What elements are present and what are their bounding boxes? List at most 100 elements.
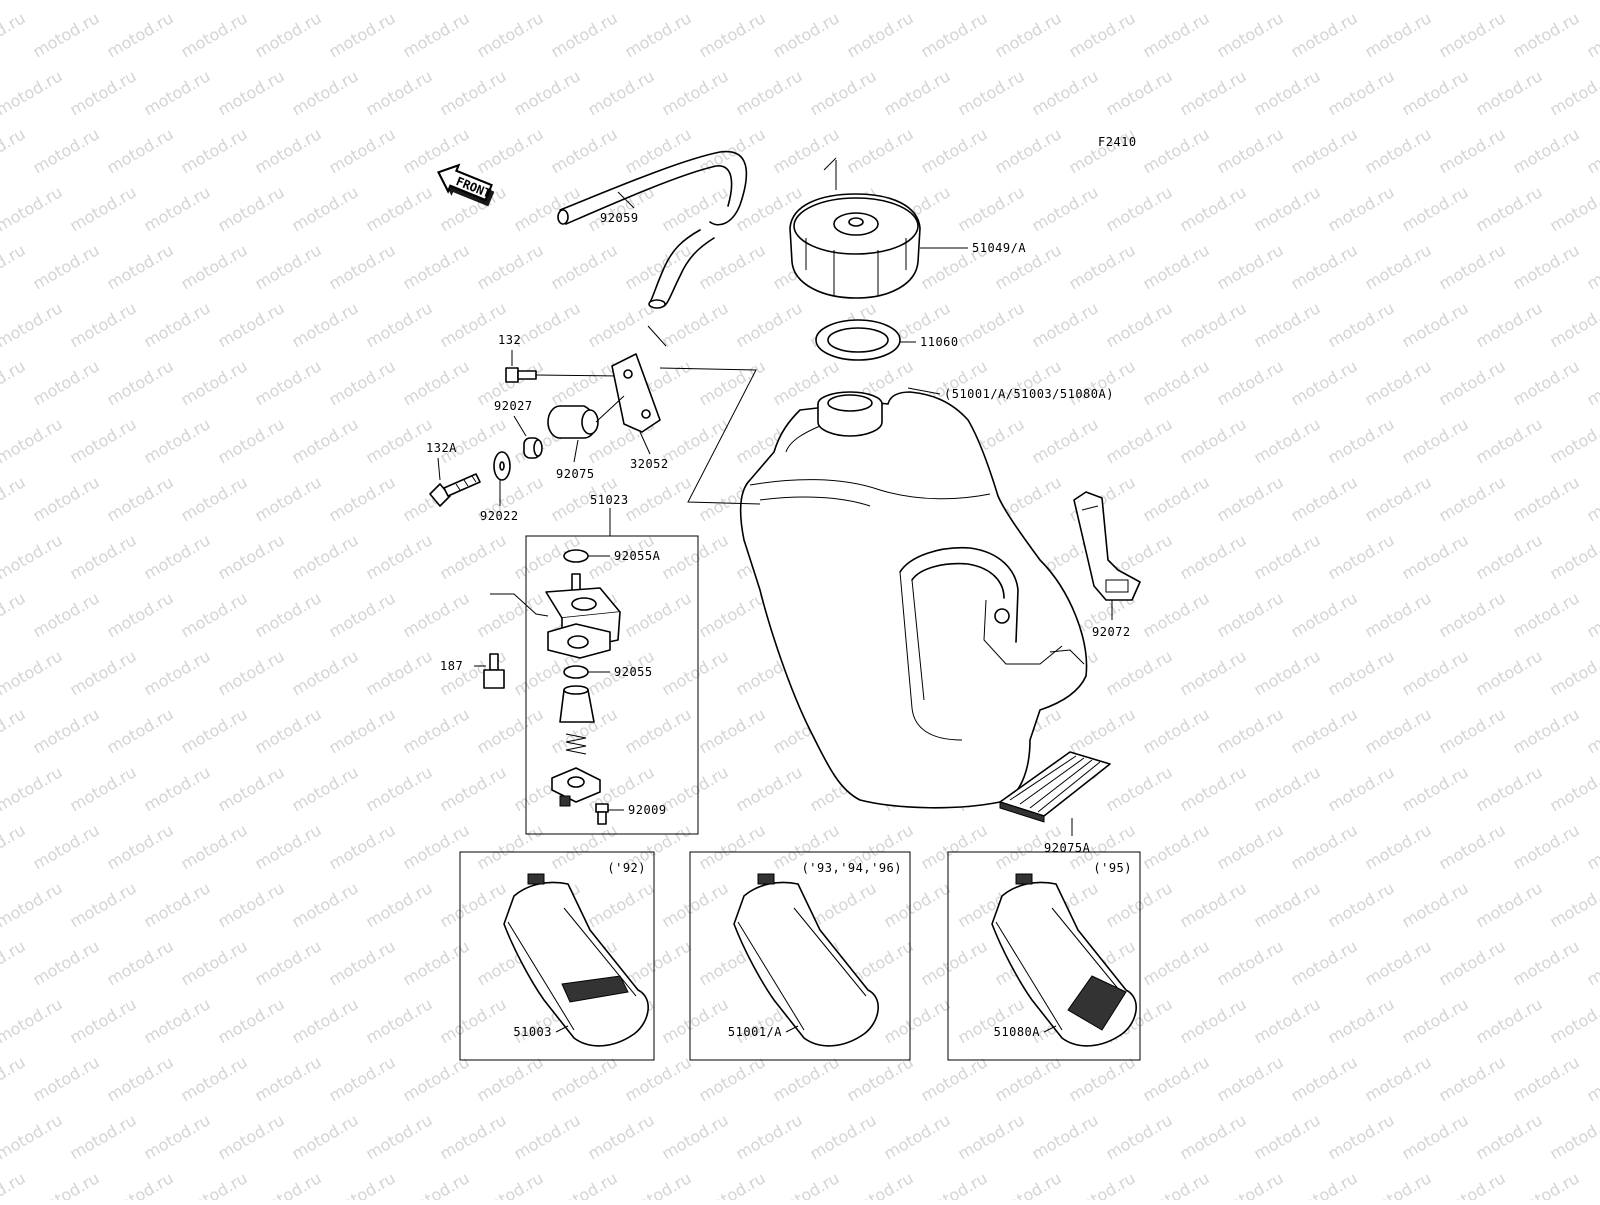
watermark-text: motod.ru: [0, 240, 29, 293]
watermark-text: motod.ru: [252, 588, 325, 641]
watermark-text: motod.ru: [178, 124, 251, 177]
watermark-text: motod.ru: [1251, 762, 1324, 815]
watermark-text: motod.ru: [178, 704, 251, 757]
watermark-text: motod.ru: [1251, 1110, 1324, 1163]
watermark-text: motod.ru: [0, 1168, 29, 1200]
watermark-text: motod.ru: [30, 1168, 103, 1200]
watermark-text: motod.ru: [1140, 1052, 1213, 1105]
watermark-text: motod.ru: [1510, 820, 1583, 873]
watermark-text: motod.ru: [0, 356, 29, 409]
watermark-text: motod.ru: [770, 124, 843, 177]
watermark-text: motod.ru: [1436, 356, 1509, 409]
watermark-text: motod.ru: [1177, 994, 1250, 1047]
watermark-text: motod.ru: [0, 530, 66, 583]
watermark-text: motod.ru: [215, 414, 288, 467]
watermark-text: motod.ru: [326, 472, 399, 525]
watermark-text: motod.ru: [1140, 8, 1213, 61]
watermark-text: motod.ru: [252, 820, 325, 873]
label-92072: 92072: [1092, 625, 1131, 639]
watermark-text: motod.ru: [1177, 878, 1250, 931]
watermark-text: motod.ru: [585, 66, 658, 119]
watermark-text: motod.ru: [1288, 1168, 1361, 1200]
watermark-text: motod.ru: [289, 646, 362, 699]
watermark-text: motod.ru: [585, 298, 658, 351]
watermark-text: motod.ru: [178, 1168, 251, 1200]
watermark-text: motod.ru: [1029, 414, 1102, 467]
watermark-text: motod.ru: [1584, 472, 1600, 525]
watermark-text: motod.ru: [1029, 182, 1102, 235]
watermark-text: motod.ru: [1510, 588, 1583, 641]
watermark-text: motod.ru: [400, 588, 473, 641]
watermark-text: motod.ru: [1103, 1110, 1176, 1163]
watermark-text: motod.ru: [1510, 1168, 1583, 1200]
watermark-text: motod.ru: [1214, 124, 1287, 177]
watermark-text: motod.ru: [659, 878, 732, 931]
watermark-text: motod.ru: [1251, 182, 1324, 235]
watermark-text: motod.ru: [104, 704, 177, 757]
watermark-text: motod.ru: [1436, 820, 1509, 873]
variant-part-label: 51001/A: [728, 1025, 782, 1039]
watermark-text: motod.ru: [1399, 0, 1472, 3]
watermark-text: motod.ru: [474, 704, 547, 757]
watermark-text: motod.ru: [1214, 240, 1287, 293]
watermark-text: motod.ru: [696, 820, 769, 873]
fuel-cap: [790, 158, 920, 298]
watermark-text: motod.ru: [289, 1110, 362, 1163]
watermark-text: motod.ru: [918, 820, 991, 873]
watermark-text: motod.ru: [363, 878, 436, 931]
watermark-text: motod.ru: [326, 8, 399, 61]
watermark-text: motod.ru: [1473, 994, 1546, 1047]
watermark-text: motod.ru: [474, 588, 547, 641]
watermark-text: motod.ru: [1399, 414, 1472, 467]
watermark-text: motod.ru: [844, 8, 917, 61]
watermark-text: motod.ru: [30, 820, 103, 873]
watermark-text: motod.ru: [437, 530, 510, 583]
watermark-text: motod.ru: [215, 994, 288, 1047]
watermark-text: motod.ru: [733, 762, 806, 815]
variant-filler-neck: [528, 874, 544, 884]
watermark-text: motod.ru: [1288, 124, 1361, 177]
watermark-text: motod.ru: [141, 182, 214, 235]
watermark-text: motod.ru: [289, 994, 362, 1047]
watermark-text: motod.ru: [548, 124, 621, 177]
watermark-text: motod.ru: [918, 8, 991, 61]
watermark-text: motod.ru: [696, 1168, 769, 1200]
watermark-text: motod.ru: [252, 704, 325, 757]
watermark-text: motod.ru: [881, 66, 954, 119]
watermark-text: motod.ru: [178, 356, 251, 409]
watermark-text: motod.ru: [992, 8, 1065, 61]
variant-part-label: 51080A: [994, 1025, 1041, 1039]
watermark-text: motod.ru: [0, 182, 66, 235]
watermark-text: motod.ru: [1140, 356, 1213, 409]
watermark-text: motod.ru: [1473, 298, 1546, 351]
variant-filler-neck: [1016, 874, 1032, 884]
watermark-text: motod.ru: [252, 8, 325, 61]
label-11060: 11060: [920, 335, 959, 349]
watermark-text: motod.ru: [215, 646, 288, 699]
watermark-text: motod.ru: [1251, 646, 1324, 699]
watermark-text: motod.ru: [289, 66, 362, 119]
watermark-text: motod.ru: [511, 1110, 584, 1163]
watermark-text: motod.ru: [622, 936, 695, 989]
watermark-text: motod.ru: [807, 0, 880, 3]
watermark-text: motod.ru: [141, 0, 214, 3]
watermark-text: motod.ru: [1547, 878, 1600, 931]
watermark-text: motod.ru: [178, 936, 251, 989]
watermark-text: motod.ru: [1399, 530, 1472, 583]
watermark-text: motod.ru: [67, 994, 140, 1047]
watermark-text: motod.ru: [1140, 240, 1213, 293]
watermark-text: motod.ru: [400, 936, 473, 989]
watermark-text: motod.ru: [1029, 0, 1102, 3]
watermark-text: motod.ru: [1584, 704, 1600, 757]
watermark-text: motod.ru: [1436, 1052, 1509, 1105]
watermark-text: motod.ru: [363, 762, 436, 815]
watermark-text: motod.ru: [1510, 704, 1583, 757]
watermark-text: motod.ru: [0, 762, 66, 815]
watermark-text: motod.ru: [1436, 8, 1509, 61]
watermark-text: motod.ru: [0, 1110, 66, 1163]
watermark-text: motod.ru: [1584, 936, 1600, 989]
watermark-text: motod.ru: [0, 0, 66, 3]
watermark-text: motod.ru: [1325, 646, 1398, 699]
watermark-text: motod.ru: [252, 936, 325, 989]
watermark-text: motod.ru: [289, 530, 362, 583]
